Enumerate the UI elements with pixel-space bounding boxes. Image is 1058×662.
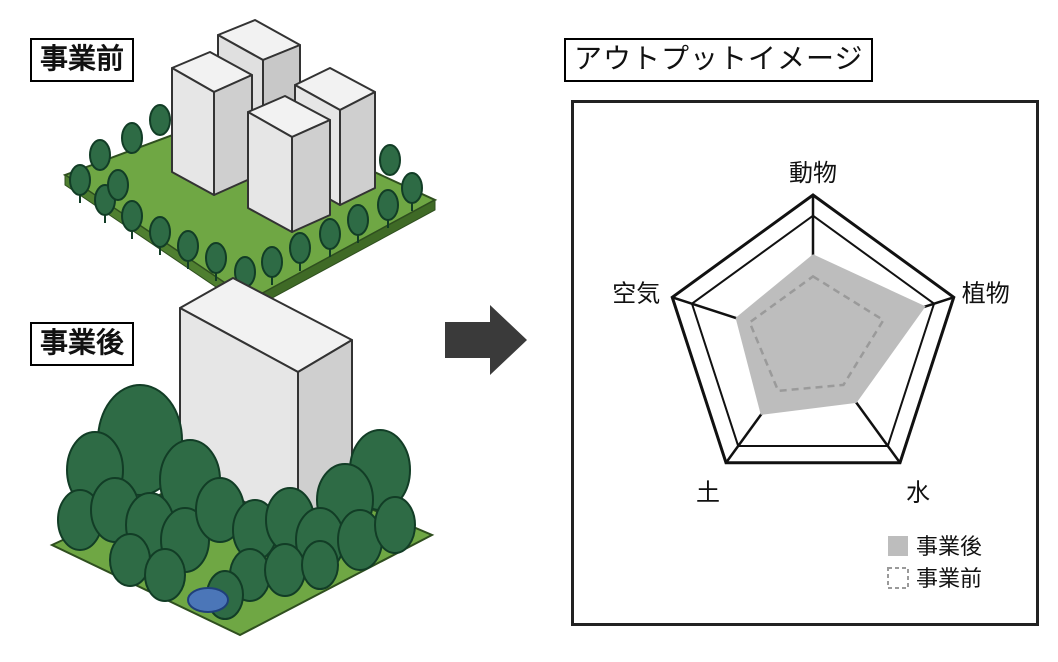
axis-label: 水 (906, 479, 930, 507)
label-before-project: 事業前 (30, 38, 135, 82)
axis-label: 動物 (789, 159, 837, 187)
tree-icon (121, 122, 143, 154)
series-after (735, 254, 926, 415)
legend-swatch-before (887, 567, 909, 589)
legend-label: 事業前 (916, 567, 982, 592)
before-illustration (62, 19, 438, 311)
label-output-image: アウトプットイメージ (564, 38, 874, 82)
label-after-project: 事業後 (30, 322, 135, 366)
tree-icon (301, 540, 339, 590)
radar-series (735, 254, 926, 415)
pond-icon (187, 587, 229, 613)
tree-icon (149, 104, 171, 136)
tree-icon (89, 139, 111, 171)
radar-inner-frame (690, 214, 936, 447)
before-trees (69, 104, 423, 295)
tree-icon (379, 144, 401, 176)
right-arrow-icon (445, 305, 527, 375)
output-chart-panel (571, 100, 1039, 626)
tree-icon (144, 548, 186, 602)
axis-label: 植物 (962, 279, 1010, 307)
tree-icon (107, 169, 129, 201)
legend-swatch-after (888, 536, 908, 556)
axis-label: 土 (696, 479, 720, 507)
radar-outer-frame (670, 193, 956, 465)
legend-label: 事業後 (916, 535, 982, 560)
before-buildings (171, 19, 376, 233)
after-illustration (49, 277, 435, 637)
after-trees (57, 384, 416, 620)
tree-icon (374, 496, 416, 554)
axis-label: 空気 (612, 279, 660, 307)
